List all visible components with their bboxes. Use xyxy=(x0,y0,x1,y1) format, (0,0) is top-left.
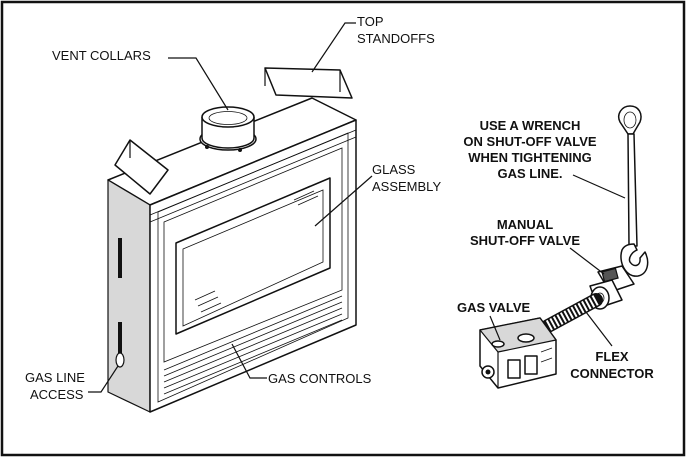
leader-glass-assembly xyxy=(314,175,373,227)
leader-gas-line-access xyxy=(88,365,119,393)
wrench-handle xyxy=(627,133,638,247)
leader-manual-valve xyxy=(569,247,605,275)
side-slot xyxy=(118,322,122,362)
label-manual-valve-line1: MANUAL xyxy=(497,217,553,232)
glass-inner xyxy=(182,189,324,327)
label-gas-valve: GAS VALVE xyxy=(457,300,531,315)
side-slot xyxy=(118,238,122,278)
leader-gas-valve xyxy=(489,315,501,341)
labels: VENT COLLARS TOP STANDOFFS GLASS ASSEMBL… xyxy=(25,14,654,402)
label-flex-connector-line2: CONNECTOR xyxy=(570,366,654,381)
wrench xyxy=(618,105,649,277)
leader-top-standoffs xyxy=(311,22,356,73)
label-top-standoffs-line1: TOP xyxy=(357,14,384,29)
leader-wrench xyxy=(572,174,626,199)
label-vent-collars: VENT COLLARS xyxy=(52,48,151,63)
label-glass-assembly-line1: GLASS xyxy=(372,162,416,177)
gas-line-access-hole xyxy=(115,352,125,368)
gas-assembly xyxy=(479,265,635,389)
label-wrench-note-line3: WHEN TIGHTENING xyxy=(468,150,592,165)
label-top-standoffs-line2: STANDOFFS xyxy=(357,31,435,46)
label-manual-valve-line2: SHUT-OFF VALVE xyxy=(470,233,580,248)
label-wrench-note-line4: GAS LINE. xyxy=(497,166,562,181)
vent-collar-top xyxy=(201,106,255,128)
leader-lines xyxy=(88,22,626,393)
label-gas-line-access-line2: ACCESS xyxy=(30,387,84,402)
leader-gas-controls xyxy=(231,343,267,379)
right-standoff xyxy=(264,67,353,99)
label-glass-assembly-line2: ASSEMBLY xyxy=(372,179,441,194)
fireplace-unit xyxy=(107,67,357,413)
label-flex-connector-line1: FLEX xyxy=(595,349,629,364)
label-gas-controls: GAS CONTROLS xyxy=(268,371,372,386)
label-gas-line-access-line1: GAS LINE xyxy=(25,370,85,385)
wrench-box-end xyxy=(618,105,642,135)
fireplace-side xyxy=(107,179,151,413)
leader-vent-collars xyxy=(168,57,229,111)
front-bezel xyxy=(163,147,343,363)
left-standoff xyxy=(114,139,169,195)
glass-assembly xyxy=(175,177,331,335)
leader-flex-connector xyxy=(585,311,613,347)
label-wrench-note-line2: ON SHUT-OFF VALVE xyxy=(463,134,596,149)
label-wrench-note-line1: USE A WRENCH xyxy=(480,118,581,133)
wrench-open-end xyxy=(620,243,649,277)
